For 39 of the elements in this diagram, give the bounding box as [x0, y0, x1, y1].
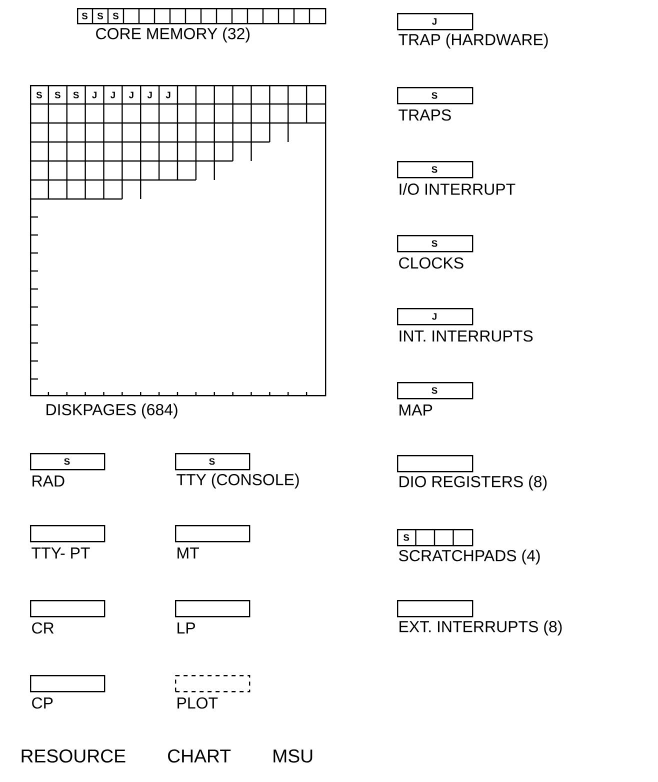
register-box: S	[397, 235, 474, 252]
resource-label: DIO REGISTERS (8)	[400, 476, 547, 490]
node-label: J	[166, 92, 170, 98]
resource-label: CLOCKS	[399, 257, 464, 269]
page-grid-drawing: S S S J J J J J	[30, 85, 326, 396]
resource-label: PLOT	[178, 697, 218, 709]
resource-label: EXT. INTERRUPTS (8)	[400, 620, 562, 636]
node-label: J	[92, 92, 96, 98]
resource-label: DISKPAGES (684)	[46, 404, 178, 418]
resource-label: MT	[178, 548, 199, 558]
chart-title: RESOURCE CHART MSU	[22, 749, 312, 763]
node-label: J	[128, 92, 134, 98]
resource-label: CR	[32, 622, 54, 634]
resource-label: CORE MEMORY (32)	[96, 28, 250, 42]
register-box: S S S	[77, 8, 326, 24]
register-box: S	[397, 382, 474, 400]
resource-label: INT. INTERRUPTS	[400, 330, 533, 342]
register-box: J	[397, 13, 474, 30]
resource-label: TTY- PT	[32, 548, 90, 558]
node-label: S	[36, 92, 42, 98]
resource-label: TTY (CONSOLE)	[176, 474, 299, 488]
register-box: J	[397, 308, 474, 326]
register-box: S	[397, 529, 474, 546]
register-box: S	[175, 453, 250, 470]
node-label: J	[147, 92, 152, 98]
resource-label: TRAPS	[398, 109, 451, 121]
node-label: S	[54, 92, 60, 98]
resource-label: RAD	[32, 476, 64, 486]
register-box: S	[30, 453, 106, 470]
node-label: S	[73, 92, 79, 98]
resource-label: CP	[32, 697, 53, 709]
register-box: S	[397, 161, 474, 178]
register-box: S	[397, 87, 474, 104]
resource-label: SCRATCHPADS (4)	[399, 550, 540, 564]
resource-label: MAP	[400, 404, 432, 416]
resource-label: I/O INTERRUPT	[400, 183, 516, 195]
resource-label: TRAP (HARDWARE)	[398, 34, 548, 48]
node-label: J	[110, 92, 115, 98]
resource-label: LP	[178, 622, 195, 634]
